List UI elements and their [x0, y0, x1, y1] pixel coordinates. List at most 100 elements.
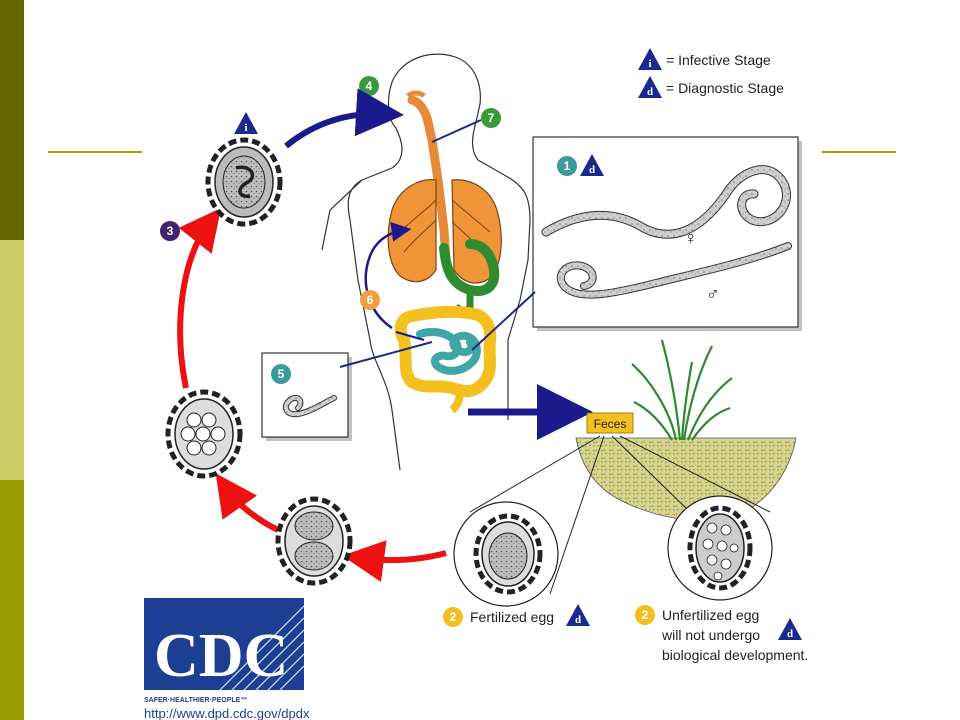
- male-symbol: ♂: [706, 284, 720, 304]
- cdc-logo: CDC SAFER·HEALTHIER·PEOPLE™ http://www.d…: [144, 598, 310, 720]
- large-intestine: [394, 305, 497, 398]
- step-3-number: 3: [167, 224, 174, 238]
- blastomere: [201, 440, 217, 456]
- infective-badge-icon: [234, 112, 258, 134]
- body-outline: [347, 53, 531, 471]
- cdc-tagline: SAFER·HEALTHIER·PEOPLE™: [144, 697, 247, 704]
- feces-label: Feces: [594, 417, 627, 431]
- female-symbol: ♀: [684, 228, 698, 248]
- infective-egg: i: [205, 112, 283, 227]
- larva-pointer: [339, 341, 433, 368]
- step-6-marker: [360, 290, 380, 310]
- blastomere: [186, 440, 202, 456]
- human-body: [321, 53, 531, 471]
- unfertilized-egg-label-line1: Unfertilized egg: [662, 607, 759, 623]
- unfertilized-egg-label-line2: will not undergo: [661, 627, 760, 643]
- diagnostic-badge-icon: [638, 76, 662, 98]
- multicell-egg: [165, 389, 243, 479]
- grass-icon: [631, 339, 733, 441]
- blastomere: [201, 412, 217, 428]
- step-2-marker: [635, 605, 655, 625]
- step-7: 7: [431, 108, 501, 143]
- stomach: [439, 239, 500, 296]
- diagnostic-badge-letter: d: [575, 614, 581, 626]
- coiled-larva: [235, 165, 255, 198]
- infective-badge-icon: [638, 48, 662, 70]
- step-7-number: 7: [488, 111, 495, 125]
- feces-box: [586, 412, 634, 434]
- blastomere: [180, 426, 196, 442]
- step-2-number: 2: [450, 610, 457, 624]
- soil-mound: Feces: [575, 339, 797, 521]
- mouth-cavity: [406, 90, 426, 98]
- sidebar-band-mid: [0, 480, 24, 720]
- blastomere: [186, 412, 202, 428]
- adult-worms-pointer: [471, 291, 536, 351]
- step-2-marker: [443, 607, 463, 627]
- step-5-number: 5: [278, 367, 285, 381]
- unfertilized-egg-label-line3: biological development.: [662, 647, 808, 663]
- cdc-logo-stripes: [219, 605, 305, 691]
- upper-cell: [294, 511, 334, 541]
- step-4: 4: [359, 76, 379, 96]
- ingestion-arrow: [284, 88, 404, 149]
- small-intestine: [416, 328, 481, 375]
- unfertilized-egg: [667, 495, 773, 601]
- infective-stage-label: = Infective Stage: [666, 52, 771, 68]
- lower-cell: [294, 541, 334, 571]
- diagnostic-stage-label: = Diagnostic Stage: [666, 80, 784, 96]
- step-4-number: 4: [366, 79, 373, 93]
- diagnostic-badge-letter: d: [787, 628, 793, 640]
- step-7-marker: [481, 108, 501, 128]
- step-3: 3: [160, 221, 180, 241]
- blastomere: [210, 426, 226, 442]
- female-worm: [542, 166, 790, 238]
- male-worm: [557, 243, 791, 298]
- title-rule-right: [822, 151, 896, 153]
- legend: i = Infective Stage d = Diagnostic Stage: [638, 48, 784, 98]
- blastomere: [195, 426, 211, 442]
- unfertilized-egg-granules: [702, 522, 739, 581]
- fertilized-egg: [453, 501, 559, 607]
- step-3-marker: [160, 221, 180, 241]
- larva-panel: 5: [261, 341, 433, 441]
- migration-link: [395, 331, 425, 341]
- development-arrow-upper: [177, 207, 222, 389]
- infective-stage-legend: i = Infective Stage: [638, 48, 771, 70]
- magnifier-lines: [469, 435, 771, 595]
- diagnostic-badge-letter: d: [589, 164, 595, 176]
- fertilized-egg-interior: [488, 532, 528, 580]
- adult-worms-panel: 1 d ♀ ♂: [471, 136, 802, 351]
- larva-panel-frame: [261, 352, 349, 438]
- step-6: 6: [360, 221, 425, 341]
- step-7-pointer: [431, 119, 482, 143]
- left-arm-outline: [321, 179, 363, 251]
- left-lung: [387, 179, 437, 283]
- sidebar-band-dark: [0, 0, 24, 240]
- diagnostic-stage-legend: d = Diagnostic Stage: [638, 76, 784, 98]
- development-arrow-lower: [215, 473, 280, 533]
- step-6-number: 6: [367, 293, 374, 307]
- esophagus: [407, 95, 451, 265]
- infective-badge-letter: i: [648, 58, 651, 70]
- title-rule-left: [48, 151, 142, 153]
- bronchi: [399, 199, 491, 255]
- step-1-marker: [557, 156, 577, 176]
- two-cell-egg: [275, 496, 353, 586]
- diagnostic-badge-icon: [580, 154, 604, 176]
- step-1-number: 1: [564, 159, 571, 173]
- embryonation-arrow: [342, 540, 447, 582]
- larva: [283, 395, 336, 417]
- step-2-number: 2: [642, 608, 649, 622]
- diagnostic-badge-letter: d: [647, 86, 653, 98]
- infective-egg-interior: [222, 155, 266, 209]
- slide-sidebar: [0, 0, 24, 720]
- step-5-marker: [271, 364, 291, 384]
- diagnostic-badge-icon: [778, 618, 802, 640]
- rectum: [449, 389, 464, 414]
- fertilized-egg-label: Fertilized egg: [470, 609, 554, 625]
- migration-arrow: [364, 221, 412, 330]
- unfertilized-egg-caption: 2 Unfertilized egg will not undergo biol…: [635, 605, 808, 663]
- cdc-logo-wordmark: CDC: [154, 622, 288, 690]
